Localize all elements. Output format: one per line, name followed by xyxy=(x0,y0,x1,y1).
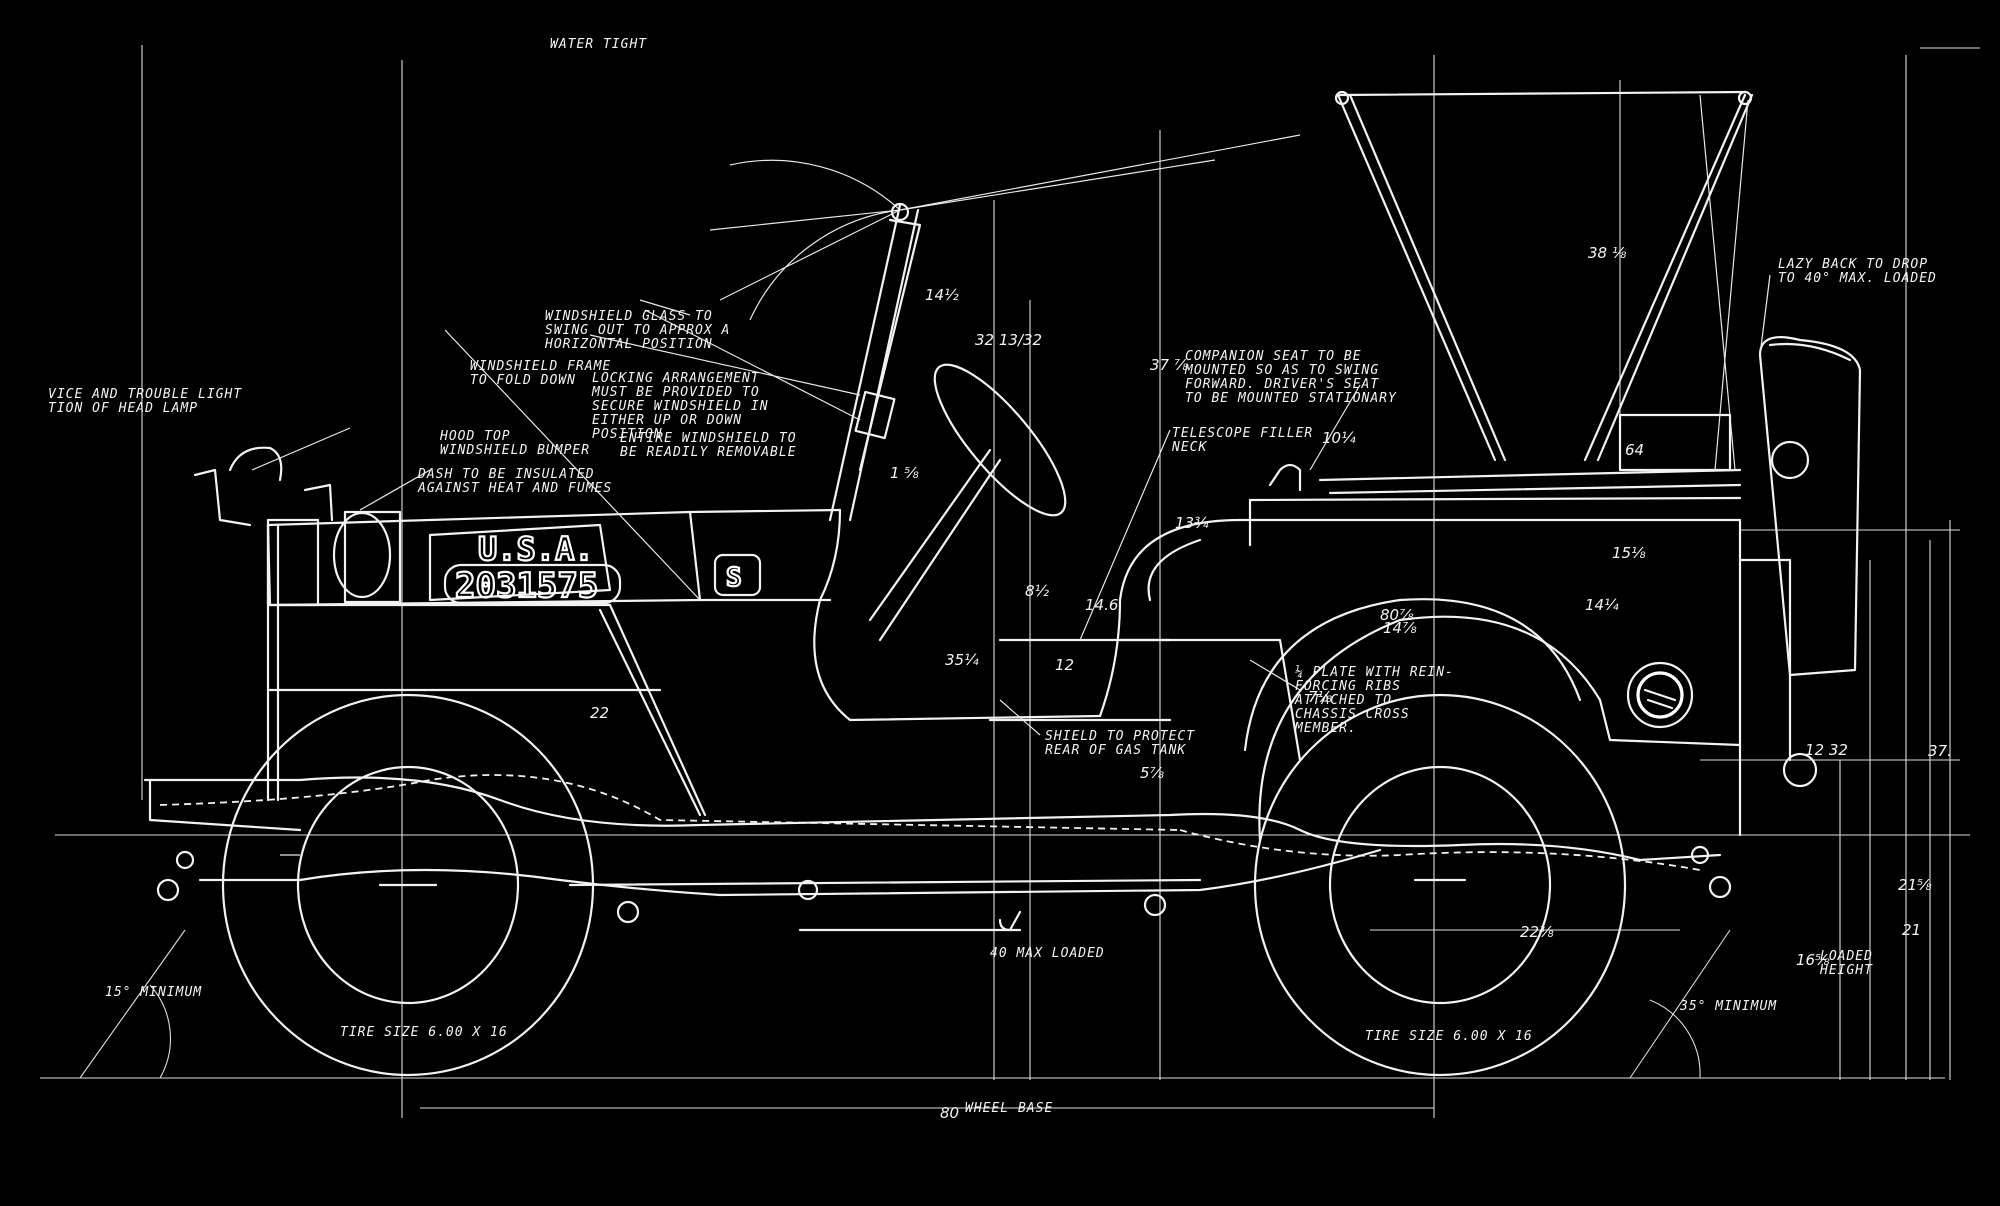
note-shield-1: SHIELD TO PROTECT xyxy=(1045,729,1195,744)
dim-37-b: 37. xyxy=(1928,742,1952,760)
dim-22: 22 xyxy=(590,704,609,722)
note-max-loaded: 40 MAX LOADED xyxy=(990,946,1105,961)
jeep-body xyxy=(143,336,1862,897)
dim-14-half: 14½ xyxy=(925,286,959,304)
note-hood-top-2: WINDSHIELD BUMPER xyxy=(440,443,590,458)
note-lazy-back-2: TO 40° MAX. LOADED xyxy=(1778,271,1937,286)
note-locking-5: POSITION xyxy=(592,427,663,442)
folding-top xyxy=(1334,90,1754,471)
angle-lines xyxy=(79,929,1731,1079)
steering-wheel xyxy=(868,363,1067,642)
note-entire-ws-1: ENTIRE WINDSHIELD TO xyxy=(620,431,797,446)
note-trouble-light-2: TION OF HEAD LAMP xyxy=(48,401,198,416)
note-wheel-base: WHEEL BASE xyxy=(965,1101,1053,1116)
note-dash-1: DASH TO BE INSULATED xyxy=(417,467,595,482)
annotations: WATER TIGHT VICE AND TROUBLE LIGHT TION … xyxy=(48,37,1937,1116)
note-locking-3: SECURE WINDSHIELD IN xyxy=(592,399,769,414)
note-plate-5: MEMBER. xyxy=(1294,721,1357,736)
note-shield-2: REAR OF GAS TANK xyxy=(1045,743,1186,758)
dim-14-quarter: 14¼ xyxy=(1585,596,1619,614)
note-windshield-glass-2: SWING OUT TO APPROX A xyxy=(545,323,730,338)
note-water-tight: WATER TIGHT xyxy=(550,37,647,52)
dim-37: 37 ⅞ xyxy=(1150,356,1189,374)
note-companion-2: MOUNTED SO AS TO SWING xyxy=(1184,363,1379,378)
note-windshield-frame-1: WINDSHIELD FRAME xyxy=(470,359,611,374)
note-companion-4: TO BE MOUNTED STATIONARY xyxy=(1185,391,1397,406)
note-hood-top-1: HOOD TOP xyxy=(439,429,511,444)
note-windshield-frame-2: TO FOLD DOWN xyxy=(470,373,576,388)
note-tire-front: TIRE SIZE 6.00 X 16 xyxy=(340,1025,508,1040)
dim-12: 12 xyxy=(1055,656,1074,674)
note-entire-ws-2: BE READILY REMOVABLE xyxy=(620,445,797,460)
note-windshield-glass-3: HORIZONTAL POSITION xyxy=(544,337,713,352)
dim-14-6: 14.6 xyxy=(1085,596,1118,614)
dim-21-b: 21⅝ xyxy=(1898,876,1932,894)
note-dash-2: AGAINST HEAT AND FUMES xyxy=(417,481,612,496)
s-badge: S xyxy=(726,563,742,593)
dim-8: 8½ xyxy=(1025,582,1050,600)
note-telescope-1: TELESCOPE FILLER xyxy=(1172,426,1313,441)
note-15-minimum: 15° MINIMUM xyxy=(105,985,202,1000)
dim-15: 15⅛ xyxy=(1612,544,1646,562)
dim-38: 38 ⅛ xyxy=(1588,244,1627,262)
rear-wheel xyxy=(1253,693,1627,1077)
serial-number: 2031575 xyxy=(455,566,598,606)
dim-5: 5⅞ xyxy=(1140,764,1165,782)
dim-80-wheel-base: 80 xyxy=(940,1104,959,1122)
front-wheel xyxy=(221,693,595,1077)
dim-22-b: 22⅜ xyxy=(1520,923,1554,941)
dim-32: 32 13/32 xyxy=(975,331,1042,349)
dim-21: 21 xyxy=(1902,921,1921,939)
usa-marking: U.S.A. xyxy=(478,530,594,568)
dim-14-s: 14⅞ xyxy=(1383,619,1417,637)
note-plate-4: CHASSIS CROSS xyxy=(1295,707,1410,722)
note-windshield-glass-1: WINDSHIELD GLASS TO xyxy=(545,309,713,324)
note-companion-3: FORWARD. DRIVER'S SEAT xyxy=(1185,377,1379,392)
dimension-values: 14½ 32 13/32 37 ⅞ 38 ⅛ 64 10¼ 13¾ 15⅛ 14… xyxy=(590,244,1952,1122)
note-tire-rear: TIRE SIZE 6.00 X 16 xyxy=(1365,1029,1533,1044)
dim-80: 80⅞ xyxy=(1380,606,1414,624)
leader-lines xyxy=(251,274,1771,736)
note-plate-3: ATTACHED TO xyxy=(1294,693,1392,708)
note-locking-4: EITHER UP OR DOWN xyxy=(592,413,742,428)
dim-35: 35¼ xyxy=(945,651,979,669)
note-locking-1: LOCKING ARRANGEMENT xyxy=(592,371,760,386)
dim-64: 64 xyxy=(1625,441,1644,459)
dim-10: 10¼ xyxy=(1322,429,1356,447)
hood-markings: U.S.A. 2031575 S xyxy=(443,529,762,607)
shackles xyxy=(156,845,1732,932)
windshield xyxy=(709,134,1301,522)
dim-1-13-16: 1 ⅝ xyxy=(890,464,919,482)
note-telescope-2: NECK xyxy=(1171,440,1207,455)
note-companion-1: COMPANION SEAT TO BE xyxy=(1185,349,1362,364)
note-lazy-back-1: LAZY BACK TO DROP xyxy=(1778,257,1928,272)
dim-16: 16⅝ xyxy=(1796,951,1830,969)
note-plate-2: FORCING RIBS xyxy=(1295,679,1401,694)
note-loaded-height-1: LOADED xyxy=(1820,949,1873,964)
note-35-minimum: 35° MINIMUM xyxy=(1679,999,1777,1014)
dim-13: 13¾ xyxy=(1175,514,1209,532)
dim-7: 7⅛ xyxy=(1308,688,1333,706)
note-loaded-height-2: HEIGHT xyxy=(1819,963,1873,978)
note-locking-2: MUST BE PROVIDED TO xyxy=(591,385,760,400)
note-plate-1: ¼ PLATE WITH REIN- xyxy=(1295,665,1454,680)
dim-12-b: 12 32 xyxy=(1805,741,1848,759)
note-trouble-light-1: VICE AND TROUBLE LIGHT xyxy=(48,387,242,402)
